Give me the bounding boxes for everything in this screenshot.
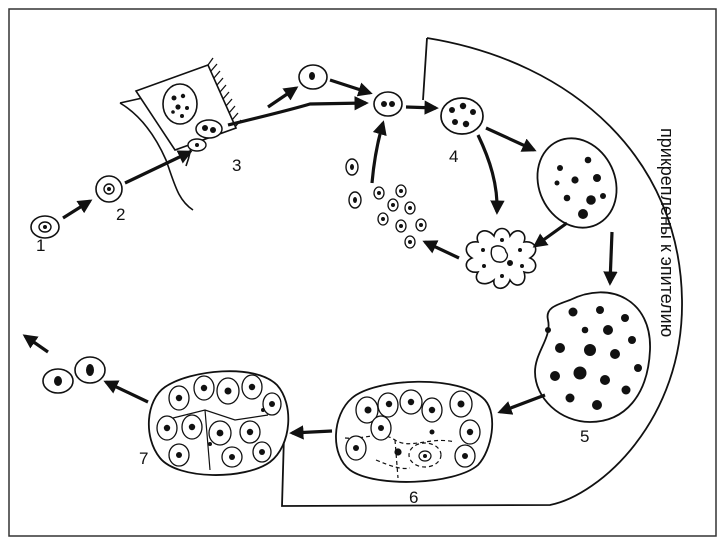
stage-label-7: 7: [139, 449, 148, 468]
released-trophozoite-cell: [298, 64, 328, 90]
stage-4-cell: [440, 97, 484, 135]
arrow-4-to-schizont: [485, 126, 537, 152]
arrow-1-to-2: [62, 199, 93, 220]
stage-label-1: 1: [36, 236, 45, 255]
stage-label-5: 5: [580, 427, 589, 446]
stage-2-cell: [95, 175, 123, 203]
epithelium-zone-outline: [281, 37, 683, 507]
cycle-arrows: [22, 78, 618, 440]
arrow-3-to-released: [267, 86, 299, 109]
arrow-3-to-binucleate: [227, 96, 369, 127]
stage-1-cell: [30, 215, 60, 239]
stage-label-3: 3: [232, 156, 241, 175]
stage-5-macrogamete: [534, 291, 651, 423]
arrow-5-to-6: [497, 393, 546, 415]
arrow-7-to-released: [103, 380, 149, 404]
arrow-rosette-to-merozoites: [422, 240, 460, 260]
enlarged-schizont: [536, 137, 618, 229]
binucleate-cell: [373, 91, 403, 117]
outer-frame: [8, 8, 717, 537]
arrow-4-to-rosette: [476, 134, 505, 215]
arrow-to-stage-4: [405, 100, 439, 115]
merozoite-cluster: [345, 158, 427, 249]
stage-label-4: 4: [449, 147, 458, 166]
arrow-exit: [22, 334, 49, 354]
arrow-merozoites-to-binucleate: [370, 120, 387, 184]
arrow-schizont-to-rosette: [532, 221, 568, 248]
stage-3-host-cell: [119, 57, 242, 211]
arrow-released-to-binucleate: [329, 78, 373, 97]
arrow-2-to-3: [124, 150, 193, 185]
stage-6-oocyst: [335, 380, 493, 483]
arrow-schizont-to-5: [603, 231, 618, 286]
stage-label-6: 6: [409, 488, 418, 507]
arrow-6-to-7: [289, 425, 333, 440]
stage-7-mature-oocyst: [148, 370, 290, 476]
stage-label-2: 2: [116, 205, 125, 224]
epithelium-attachment-label: прикреплены к эпителию: [657, 128, 677, 337]
released-sporozoites: [42, 356, 106, 394]
rosette-cluster: [465, 227, 537, 290]
